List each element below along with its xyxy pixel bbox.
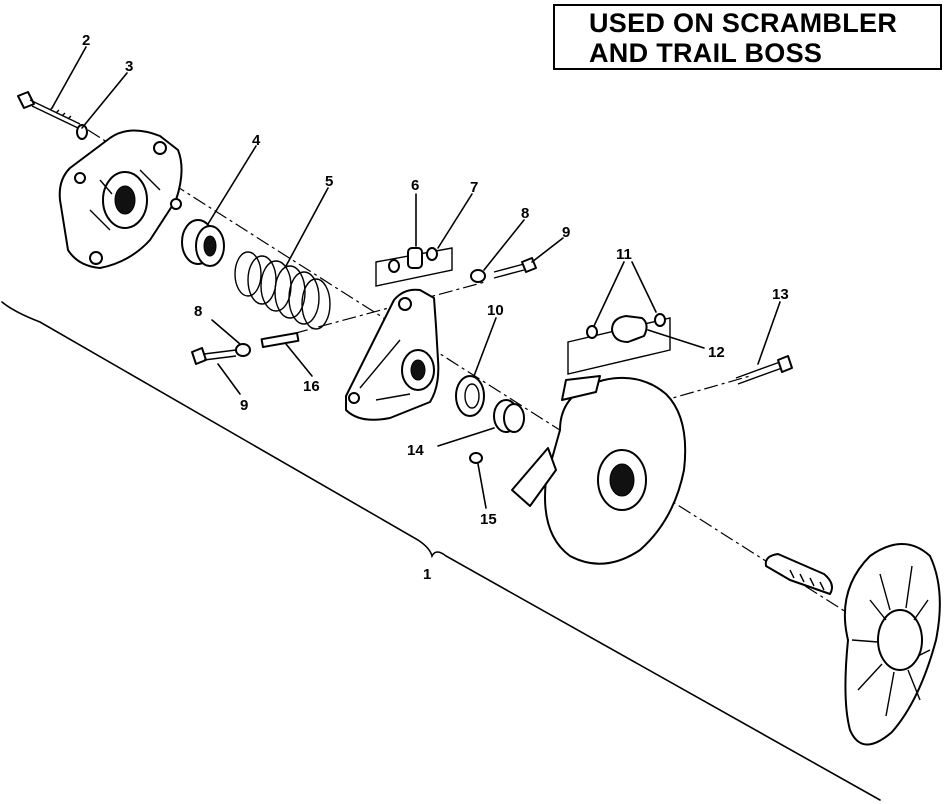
fixed-sheave <box>764 543 941 746</box>
leader-lines <box>51 46 781 509</box>
callout-13: 13 <box>772 286 789 303</box>
bolt-part-9-lower <box>191 347 237 365</box>
assembly-bracket <box>1 301 881 801</box>
bushing-part-4 <box>181 219 225 267</box>
bolt-part-13 <box>735 355 793 385</box>
bolt-part-9-upper <box>493 257 537 279</box>
roller-group <box>375 247 453 287</box>
spider-bracket <box>345 288 440 421</box>
callout-7: 7 <box>470 179 478 196</box>
callout-8-lower: 8 <box>194 303 202 320</box>
bushing-part-14 <box>493 399 525 433</box>
nut-part-15 <box>469 452 483 464</box>
callout-12: 12 <box>708 344 725 361</box>
usage-note-box: USED ON SCRAMBLER AND TRAIL BOSS <box>553 4 942 70</box>
center-axis <box>87 129 891 641</box>
callout-2: 2 <box>82 32 90 49</box>
bolt-part-2 <box>17 91 81 129</box>
pin-part-16 <box>260 331 300 349</box>
callout-9-upper: 9 <box>562 224 570 241</box>
callout-16: 16 <box>303 378 320 395</box>
weight-group <box>567 313 671 375</box>
spring-part-5 <box>234 251 331 330</box>
washer-part-8-lower <box>235 343 251 357</box>
callout-3: 3 <box>125 58 133 75</box>
callout-4: 4 <box>252 132 261 149</box>
callout-9-lower: 9 <box>240 397 248 414</box>
callout-11: 11 <box>616 246 632 263</box>
callout-1: 1 <box>423 566 431 583</box>
callout-14: 14 <box>407 442 424 459</box>
callout-6: 6 <box>411 177 419 194</box>
washer-part-8-upper <box>470 269 486 283</box>
callout-5: 5 <box>325 173 333 190</box>
moveable-sheave <box>511 375 687 565</box>
callout-8-upper: 8 <box>521 205 529 222</box>
usage-note-line-1: USED ON SCRAMBLER <box>589 8 898 38</box>
cover-plate <box>58 129 183 269</box>
callout-10: 10 <box>487 302 504 319</box>
pin-axis <box>269 281 486 341</box>
ring-part-10 <box>455 375 485 417</box>
usage-note-line-2: AND TRAIL BOSS <box>589 38 823 68</box>
callout-15: 15 <box>480 511 497 528</box>
washer-part-3 <box>76 124 88 140</box>
